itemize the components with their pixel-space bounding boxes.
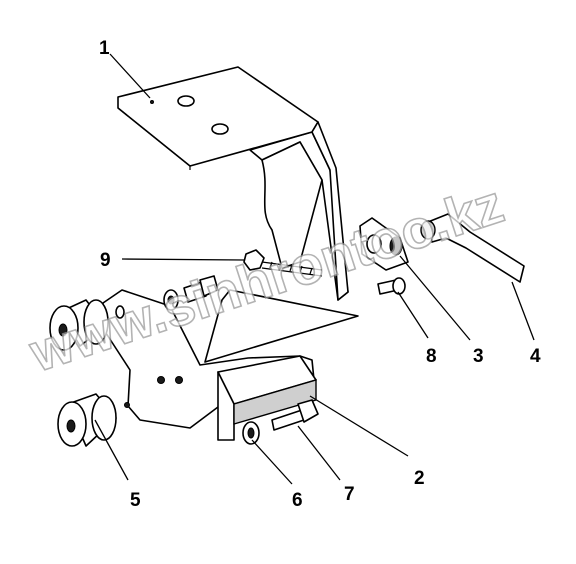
callout-2: 2 bbox=[414, 468, 425, 489]
part-4-lever-handle bbox=[420, 213, 525, 283]
part-5-bumpers bbox=[49, 299, 117, 447]
upper-fasteners bbox=[163, 275, 219, 311]
part-6-washer bbox=[242, 421, 260, 445]
callout-9: 9 bbox=[100, 250, 111, 271]
callout-7: 7 bbox=[344, 484, 355, 505]
part-7-bolt bbox=[271, 399, 319, 431]
callout-8: 8 bbox=[426, 346, 437, 367]
part-8-pin bbox=[377, 277, 406, 295]
callout-6: 6 bbox=[292, 490, 303, 511]
part-3-clamp-plate bbox=[359, 217, 409, 271]
part-2-lower-bracket bbox=[102, 289, 359, 441]
part-9-nut bbox=[243, 249, 323, 277]
callout-4: 4 bbox=[530, 346, 541, 367]
mounting-hole-icon bbox=[177, 95, 195, 107]
callout-5: 5 bbox=[130, 490, 141, 511]
callout-1: 1 bbox=[99, 38, 110, 59]
part-1-upper-bracket bbox=[117, 66, 349, 301]
mounting-hole-icon bbox=[211, 123, 229, 135]
callout-3: 3 bbox=[473, 346, 484, 367]
leader-lines bbox=[94, 53, 535, 485]
